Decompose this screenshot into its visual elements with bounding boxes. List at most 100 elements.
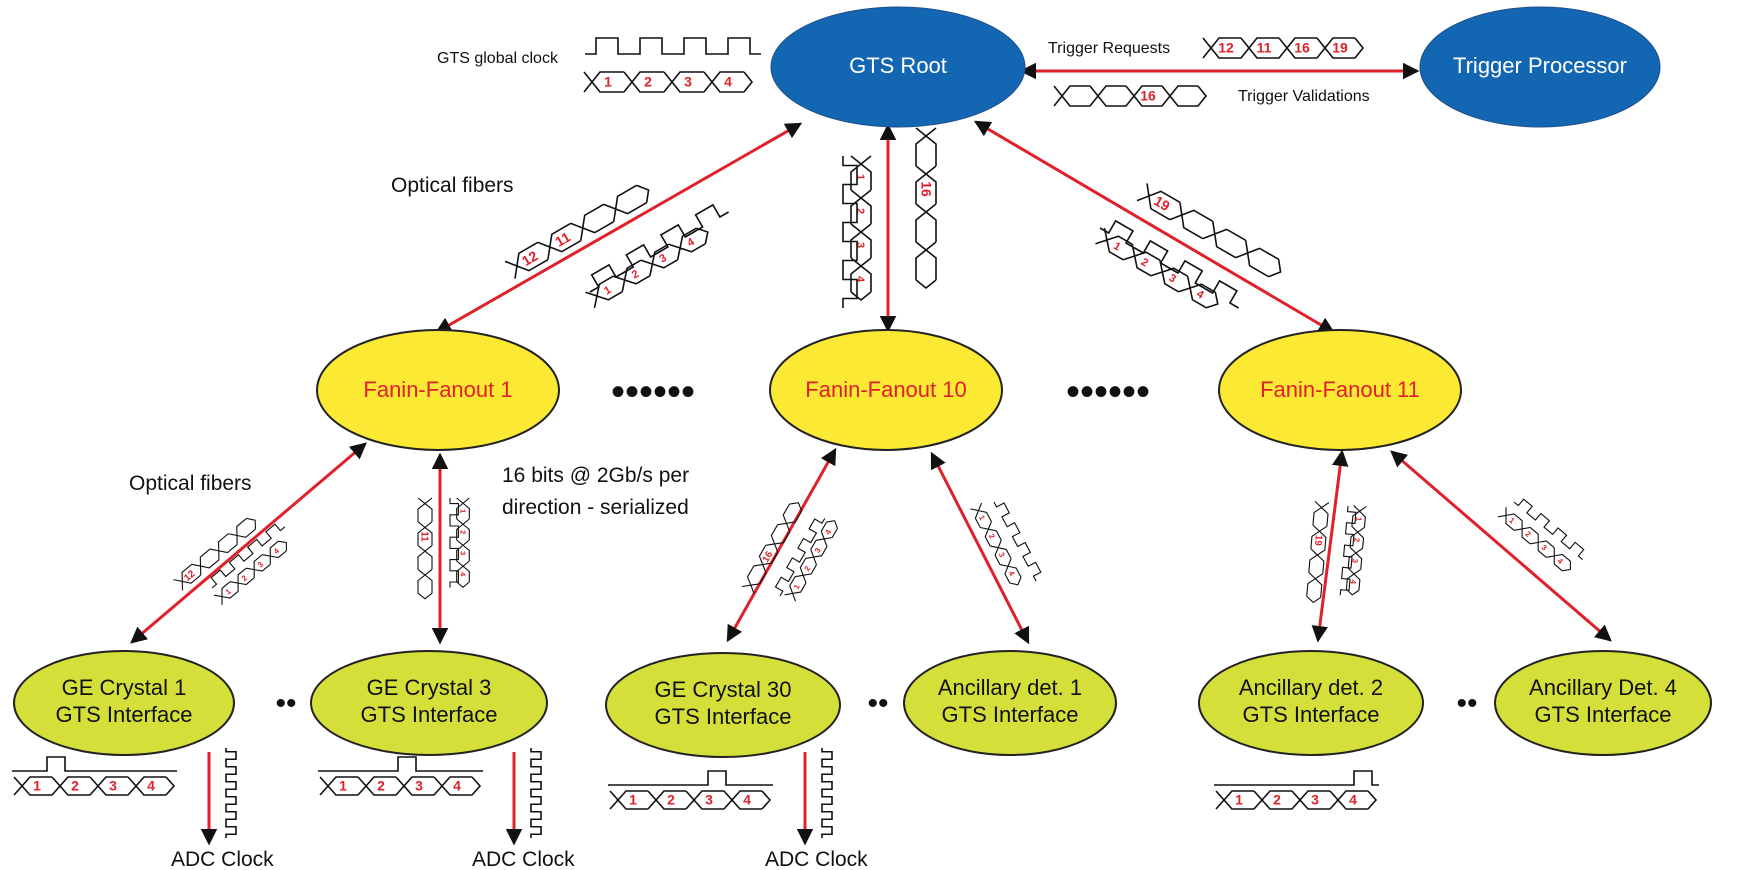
gts-root-node: GTS Root [770, 6, 1026, 128]
waveform-label: 1 [1111, 240, 1122, 253]
fanout-1-node: Fanin-Fanout 1 [316, 329, 560, 451]
waveform-label: 19 [1332, 40, 1348, 56]
waveform-label: 4 [272, 546, 282, 556]
waveform-label: 2 [644, 74, 652, 90]
waveform-label: 1 [792, 582, 802, 591]
waveform-label: 1 [977, 514, 987, 523]
waveform-label: 2 [1139, 256, 1150, 269]
waveform-label: 2 [630, 268, 641, 281]
link-ff1-ge1 [130, 442, 367, 644]
waveform-label: 3 [658, 252, 669, 265]
waveform-label: 2 [854, 208, 866, 214]
ellipsis-ge30-anc1: •• [867, 687, 888, 720]
global-clock-waveform [585, 37, 761, 55]
fanout-11-label: Fanin-Fanout 11 [1260, 377, 1420, 402]
adc-clock-label-ge3: ADC Clock [472, 848, 575, 870]
waveform-label: 2 [458, 530, 467, 534]
ge-crystal-30-interface: GTS Interface [655, 704, 792, 729]
waveform-label: 1 [224, 586, 234, 596]
ge-crystal-30-node: GE Crystal 30 GTS Interface [605, 652, 841, 758]
trigger-validations-label: Trigger Validations [1238, 88, 1370, 105]
waveform-label: 3 [458, 551, 467, 555]
waveform-label: 3 [854, 242, 866, 248]
ge30-marker-pulse [608, 770, 773, 786]
link-ff10-anc1 [930, 451, 1030, 645]
waveform-label: 16 [1294, 40, 1310, 56]
waveform-label: 2 [987, 532, 997, 540]
waveform-label: 1 [458, 509, 467, 514]
waveform-label: 2 [802, 564, 812, 572]
waveform-label: 4 [1007, 569, 1017, 578]
gts-root-label: GTS Root [849, 53, 947, 78]
waveform-label: 4 [685, 236, 697, 250]
ellipsis-anc2-anc4: •• [1456, 687, 1477, 720]
waveform-label: 19 [1151, 192, 1173, 214]
ancillary-2-node: Ancillary det. 2 GTS Interface [1198, 650, 1424, 756]
ancillary-2-name: Ancillary det. 2 [1239, 675, 1383, 700]
link-ff11-anc2 [1311, 449, 1349, 643]
global-clock-label: GTS global clock [437, 50, 559, 67]
optical-fibers-lower-label: Optical fibers [129, 472, 252, 495]
waveform-label: 4 [1348, 579, 1357, 585]
root-ff11-clock-waveform [1099, 219, 1239, 309]
fanout-10-node: Fanin-Fanout 10 [769, 329, 1003, 451]
ge-crystal-3-node: GE Crystal 3 GTS Interface [310, 650, 548, 756]
bitrate-label-line2: direction - serialized [502, 496, 689, 519]
ff1-ge3-clock-waveform [449, 498, 459, 588]
waveform-label: 1 [1354, 517, 1363, 523]
waveform-label: 1 [629, 792, 637, 808]
ff11-anc4-clock-waveform [1513, 498, 1585, 561]
waveform-label: 1 [602, 284, 613, 297]
waveform-label: 4 [1349, 792, 1357, 808]
ellipsis-ff10-ff11: •••••• [1066, 370, 1150, 414]
waveform-label: 2 [377, 778, 385, 794]
ge30-adc-clock-waveform [821, 748, 833, 838]
waveform-label: 11 [552, 229, 573, 250]
fanout-11-node: Fanin-Fanout 11 [1218, 329, 1462, 451]
ellipsis-ge1-ge3: •• [275, 687, 296, 720]
ge-crystal-1-interface: GTS Interface [56, 702, 193, 727]
ge-crystal-30-name: GE Crystal 30 [655, 677, 792, 702]
ff10-anc1-bus-waveform: 1 2 3 4 [970, 502, 1022, 586]
fanout-1-label: Fanin-Fanout 1 [363, 377, 512, 402]
waveform-label: 3 [813, 546, 823, 554]
adc-clock-label-ge30: ADC Clock [765, 848, 868, 870]
waveform-label: 2 [1523, 529, 1532, 539]
ff11-anc2-clock-waveform [1339, 505, 1357, 596]
waveform-label: 3 [705, 792, 713, 808]
waveform-label: 11 [1257, 40, 1272, 56]
waveform-label: 16 [1140, 88, 1156, 104]
waveform-label: 4 [1194, 288, 1206, 302]
waveform-label: 3 [1350, 558, 1359, 563]
waveform-label: 3 [1311, 792, 1319, 808]
waveform-label: 3 [1540, 543, 1549, 553]
waveform-label: 3 [997, 551, 1007, 559]
trigger-requests-label: Trigger Requests [1048, 40, 1170, 57]
waveform-label: 3 [109, 778, 117, 794]
ancillary-1-interface: GTS Interface [942, 702, 1079, 727]
ge-crystal-1-node: GE Crystal 1 GTS Interface [13, 650, 235, 756]
waveform-label: 2 [1352, 537, 1361, 542]
ancillary-4-interface: GTS Interface [1535, 702, 1672, 727]
waveform-label: 2 [667, 792, 675, 808]
link-ff11-anc4 [1390, 450, 1612, 642]
ge-crystal-3-name: GE Crystal 3 [367, 675, 492, 700]
root-ff10-clock-waveform [842, 156, 858, 308]
root-ff1-clock-waveform [589, 203, 729, 293]
ge3-marker-pulse [318, 756, 483, 772]
waveform-label: 1 [1235, 792, 1243, 808]
link-root-ff11 [973, 120, 1336, 334]
ancillary-1-node: Ancillary det. 1 GTS Interface [903, 650, 1117, 756]
waveform-label: 1 [1507, 516, 1517, 526]
waveform-label: 1 [339, 778, 347, 794]
